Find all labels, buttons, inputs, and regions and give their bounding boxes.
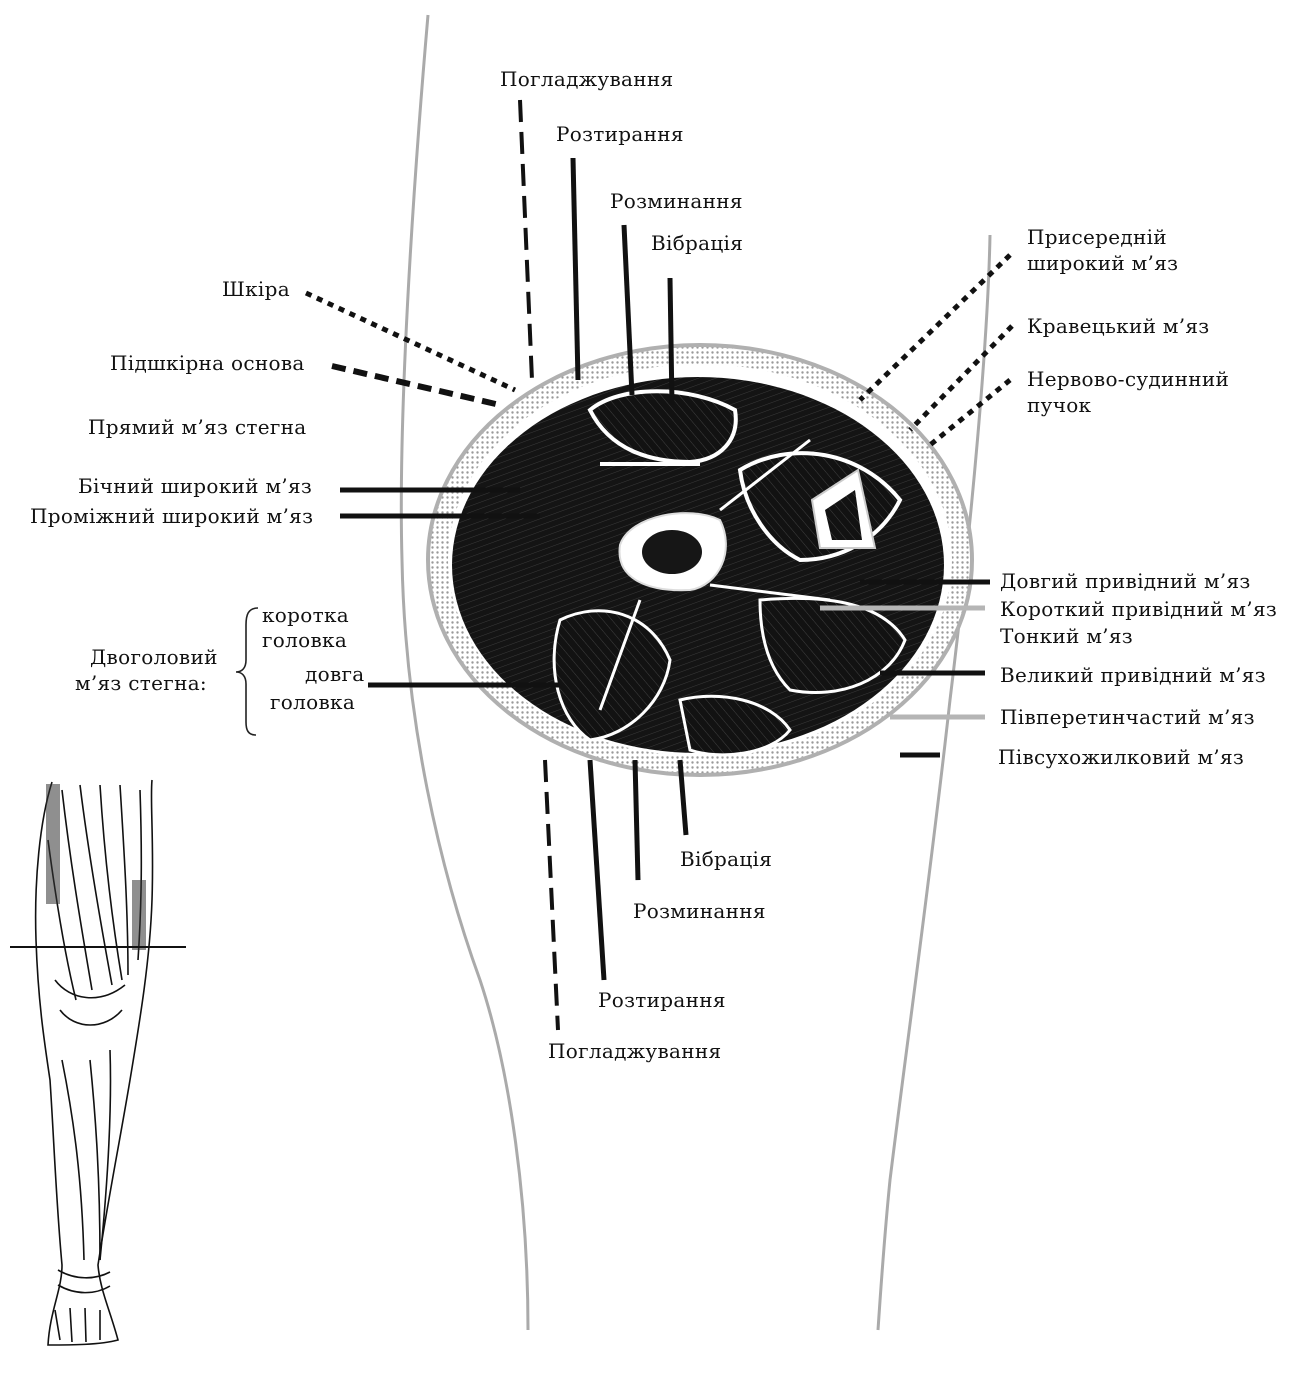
label-rectus-femoris: Прямий м’яз стегна [88, 415, 306, 439]
label-biceps-title-2: м’яз стегна: [75, 671, 207, 695]
label-semitendinosus: Півсухожилковий м’яз [998, 745, 1244, 769]
label-vibration-top: Вібрація [651, 231, 743, 255]
label-biceps-title-1: Двоголовий [90, 645, 218, 669]
label-vastus-medialis-2: широкий м’яз [1027, 251, 1178, 275]
label-stroking-bottom: Погладжування [548, 1039, 721, 1063]
label-semimembranosus: Півперетинчастий м’яз [1000, 705, 1255, 729]
label-kneading-top: Розминання [610, 189, 743, 213]
label-rubbing-bottom: Розтирання [598, 988, 726, 1012]
label-sartorius: Кравецький м’яз [1027, 314, 1210, 338]
label-adductor-brevis: Короткий привідний м’яз [1000, 597, 1277, 621]
label-adductor-magnus: Великий привідний м’яз [1000, 663, 1266, 687]
cross-section [428, 345, 972, 775]
label-adductor-longus: Довгий привідний м’яз [1000, 569, 1251, 593]
label-stroking-top: Погладжування [500, 67, 673, 91]
label-short-head-1: коротка [262, 603, 349, 627]
brace-icon [236, 608, 258, 735]
label-long-head-2: головка [270, 690, 355, 714]
label-vastus-intermedius: Проміжний широкий м’яз [30, 504, 313, 528]
label-short-head-2: головка [262, 628, 347, 652]
label-neurovascular-2: пучок [1027, 393, 1092, 417]
label-vastus-medialis-1: Присередній [1027, 225, 1167, 249]
label-rubbing-top: Розтирання [556, 122, 684, 146]
label-gracilis: Тонкий м’яз [1000, 624, 1133, 648]
label-vastus-lateralis: Бічний широкий м’яз [78, 474, 312, 498]
label-kneading-bottom: Розминання [633, 899, 766, 923]
leg-anatomy-icon [36, 780, 153, 1345]
label-long-head-1: довга [305, 662, 365, 686]
label-neurovascular-1: Нервово-судинний [1027, 367, 1229, 391]
label-vibration-bottom: Вібрація [680, 847, 772, 871]
label-subcutaneous: Підшкірна основа [110, 351, 305, 375]
label-skin: Шкіра [222, 277, 290, 301]
